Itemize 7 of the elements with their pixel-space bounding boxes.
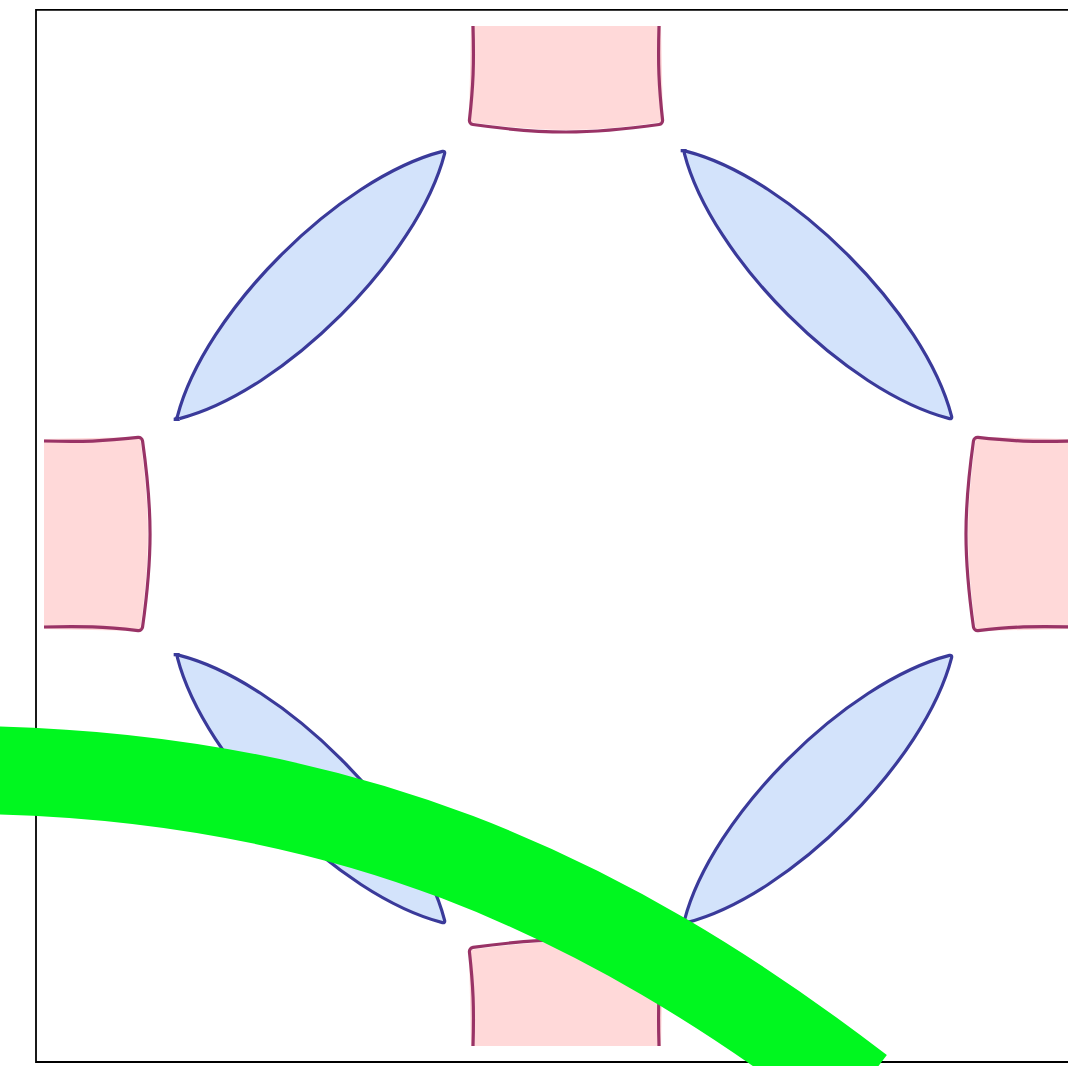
concave-box: [964, 435, 1068, 633]
concave-box: [43, 435, 152, 633]
concave-box: [467, 25, 665, 134]
lens-shape: [679, 149, 954, 421]
lens-shape: [172, 149, 447, 421]
lens-shape: [679, 653, 954, 925]
lens-shape: [172, 653, 447, 925]
